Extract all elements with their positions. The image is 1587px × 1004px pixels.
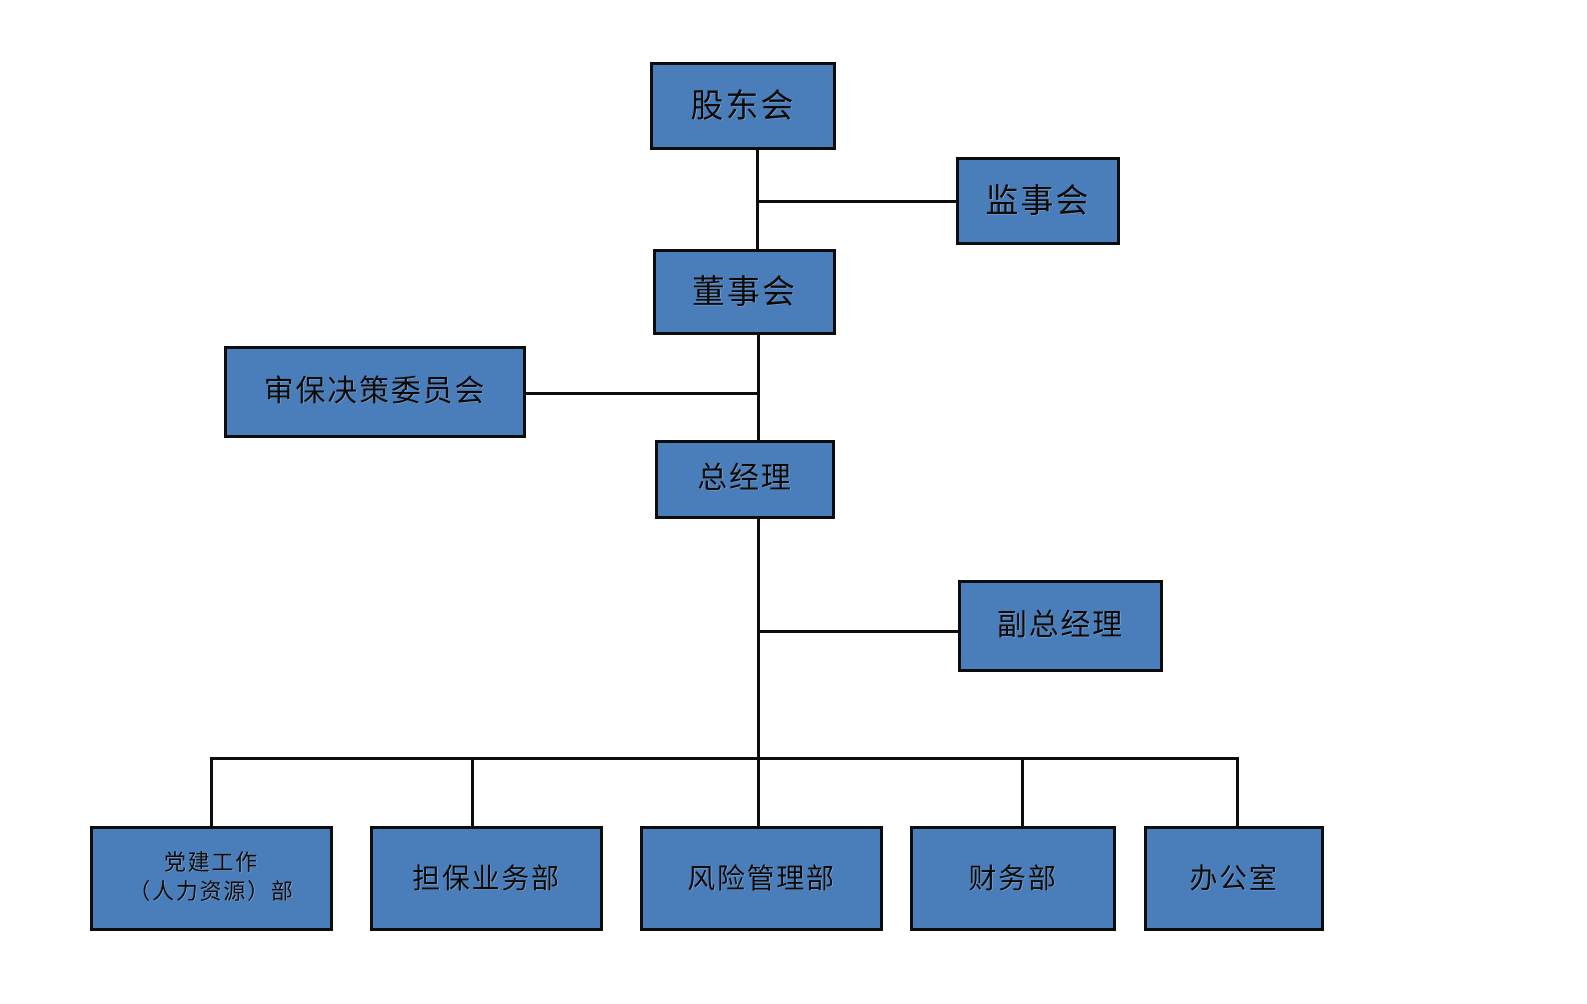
edge-board-to-general-manager <box>757 333 760 442</box>
edge-board-to-supervisors <box>756 200 959 203</box>
node-department-risk-management[interactable]: 风险管理部 <box>640 826 883 931</box>
edge-drop-dept-2 <box>471 757 474 837</box>
node-shareholders-label: 股东会 <box>690 85 796 125</box>
node-department-finance-label: 财务部 <box>968 861 1058 895</box>
node-department-finance[interactable]: 财务部 <box>910 826 1116 931</box>
edge-committee-to-trunk <box>525 392 760 395</box>
node-deputy-general-manager-label: 副总经理 <box>996 607 1125 643</box>
node-general-manager-label: 总经理 <box>697 461 793 497</box>
node-department-guarantee-business[interactable]: 担保业务部 <box>370 826 603 931</box>
node-department-risk-management-label: 风险管理部 <box>687 861 836 895</box>
edge-general-manager-trunk <box>757 517 760 837</box>
node-shareholders[interactable]: 股东会 <box>650 62 836 150</box>
edge-drop-dept-5 <box>1236 757 1239 837</box>
node-general-manager[interactable]: 总经理 <box>655 440 835 519</box>
node-department-party-building-hr-label: 党建工作 （人力资源）部 <box>128 851 295 905</box>
node-department-office-label: 办公室 <box>1189 861 1279 895</box>
edge-drop-dept-4 <box>1021 757 1024 837</box>
edge-department-bar <box>210 757 1239 760</box>
edge-drop-dept-1 <box>210 757 213 837</box>
node-audit-guarantee-committee[interactable]: 审保决策委员会 <box>224 346 526 438</box>
node-supervisors[interactable]: 监事会 <box>956 157 1120 245</box>
node-board-of-directors-label: 董事会 <box>692 271 797 311</box>
node-board-of-directors[interactable]: 董事会 <box>653 249 836 335</box>
node-department-guarantee-business-label: 担保业务部 <box>412 861 561 895</box>
node-department-office[interactable]: 办公室 <box>1144 826 1324 931</box>
node-audit-guarantee-committee-label: 审保决策委员会 <box>263 373 487 409</box>
edge-deputy-general-manager <box>757 630 961 633</box>
node-deputy-general-manager[interactable]: 副总经理 <box>958 580 1163 672</box>
node-department-party-building-hr[interactable]: 党建工作 （人力资源）部 <box>90 826 333 931</box>
node-supervisors-label: 监事会 <box>985 180 1091 220</box>
